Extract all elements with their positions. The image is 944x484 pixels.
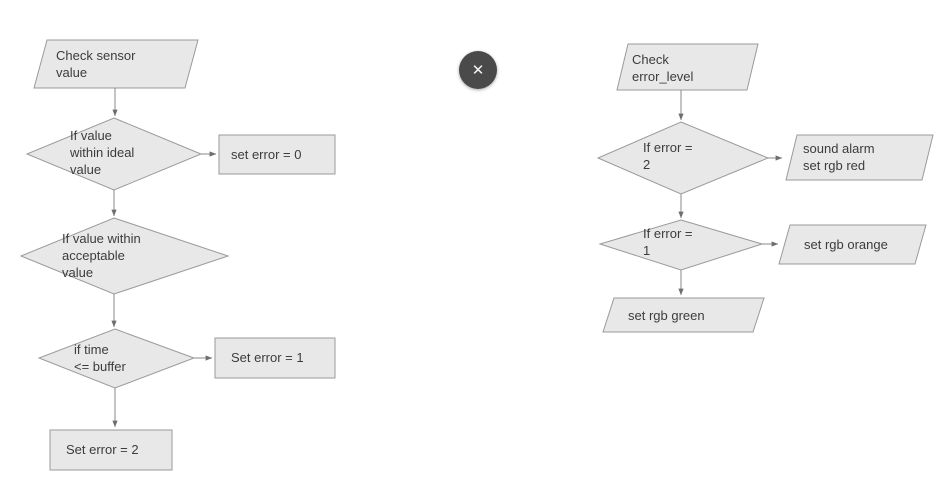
node-if-error-2[interactable]	[596, 121, 770, 195]
node-if-value-within-acceptable-value[interactable]	[19, 217, 230, 295]
node-set-error-1[interactable]	[214, 337, 336, 379]
node-set-error-2[interactable]	[49, 429, 173, 471]
close-icon: ✕	[471, 61, 485, 79]
node-sound-alarm-set-rgb-red[interactable]	[785, 134, 934, 181]
close-button[interactable]: ✕	[459, 51, 497, 89]
node-check-error-level[interactable]	[616, 43, 759, 91]
node-set-rgb-green[interactable]	[602, 297, 765, 333]
node-check-sensor-value[interactable]	[33, 39, 199, 89]
node-if-error-1[interactable]	[598, 219, 764, 271]
node-set-rgb-orange[interactable]	[778, 224, 927, 265]
node-if-value-within-ideal-value[interactable]	[25, 117, 203, 191]
node-set-error-0[interactable]	[218, 134, 336, 175]
node-if-time-less-equal-buffer[interactable]	[37, 328, 196, 389]
